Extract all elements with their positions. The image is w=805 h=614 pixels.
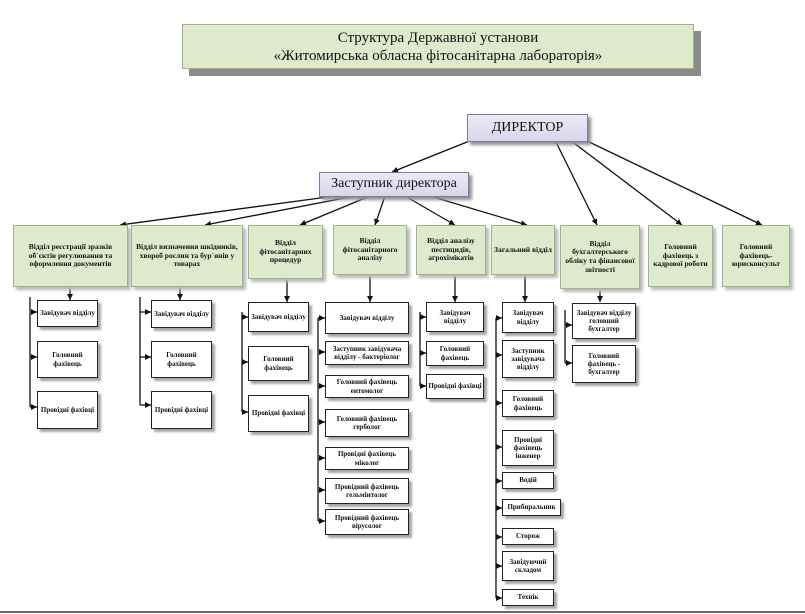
unit7-accountant: Головний фахівець - бухгалтер	[572, 345, 636, 383]
unit4-mycologist: Провідні фахівець міколог	[325, 447, 409, 470]
unit6-deputy-head: Заступник завідувача відділу	[502, 340, 554, 378]
unit6-chief-specialist: Головний фахівець	[502, 390, 554, 417]
title-line-1: Структура Державної установи	[337, 29, 539, 46]
unit-legal-counsel: Головний фахівець-юрисконсульт	[722, 225, 790, 287]
unit4-head: Завідувач відділу	[325, 302, 409, 334]
unit4-deputy-bacteriologist: Заступник завідувача відділу - бактеріол…	[325, 341, 409, 365]
unit2-head: Завідувач відділу	[151, 300, 212, 328]
unit6-cleaner: Прибиральник	[502, 499, 561, 516]
unit2-lead-specialists: Провідні фахівці	[151, 391, 212, 429]
unit-pest-detection: Відділ визначення шкідників, хвороб росл…	[131, 225, 243, 287]
unit6-engineer: Провідні фахівець інженер	[502, 430, 554, 466]
unit2-chief-specialist: Головний фахівець	[151, 341, 212, 378]
unit5-head: Завідувач відділу	[426, 302, 484, 332]
unit3-lead-specialists: Провідні фахівці	[248, 395, 309, 432]
deputy-director-box: Заступник директора	[319, 172, 469, 197]
unit-hr-specialist: Головний фахівець з кадрової роботи	[648, 225, 713, 287]
unit1-chief-specialist: Головний фахівець	[37, 341, 98, 378]
unit6-driver: Водій	[502, 472, 554, 489]
unit-general: Загальний відділ	[491, 225, 555, 275]
unit5-lead-specialists: Провідні фахівці	[426, 374, 484, 399]
unit7-chief-accountant: Завідувач відділу головний бухгалтер	[572, 303, 636, 339]
unit5-chief-specialist: Головний фахівець	[426, 341, 484, 366]
page-title: Структура Державної установи «Житомирськ…	[182, 24, 694, 69]
unit-accounting: Відділ бухгалтерського обліку та фінансо…	[560, 225, 640, 289]
unit3-chief-specialist: Головний фахівець	[248, 346, 309, 381]
unit-phytosanitary-procedures: Відділ фітосанітарних процедур	[248, 225, 323, 279]
unit4-virologist: Провідний фахівець вірусолог	[325, 509, 409, 535]
unit6-technician: Технік	[502, 589, 554, 606]
unit4-helminthologist: Провідний фахівець гельмінтолог	[325, 478, 409, 504]
unit6-head: Завідувач відділу	[502, 302, 554, 333]
director-box: ДИРЕКТОР	[467, 114, 588, 142]
unit6-watchman: Сторож	[502, 528, 554, 545]
unit4-entomologist: Головний фахівець ентомолог	[325, 375, 409, 398]
unit-registration: Відділ реєстрації зразків об`єктів регул…	[13, 225, 128, 287]
unit6-warehouse-manager: Завідуючий складом	[502, 551, 554, 581]
unit1-head: Завідувач відділу	[37, 300, 98, 327]
unit1-lead-specialists: Провідні фахівці	[37, 391, 98, 429]
unit3-head: Завідувач відділу	[248, 302, 309, 332]
unit-pesticide-analysis: Відділ аналізу пестицидів, агрохімікатів	[416, 225, 486, 275]
unit-phytosanitary-analysis: Відділ фітосанітарного аналізу	[333, 225, 407, 275]
title-line-2: «Житомирська обласна фітосанітарна лабор…	[273, 47, 603, 64]
unit4-herbologist: Головний фахівець герболог	[325, 409, 409, 437]
